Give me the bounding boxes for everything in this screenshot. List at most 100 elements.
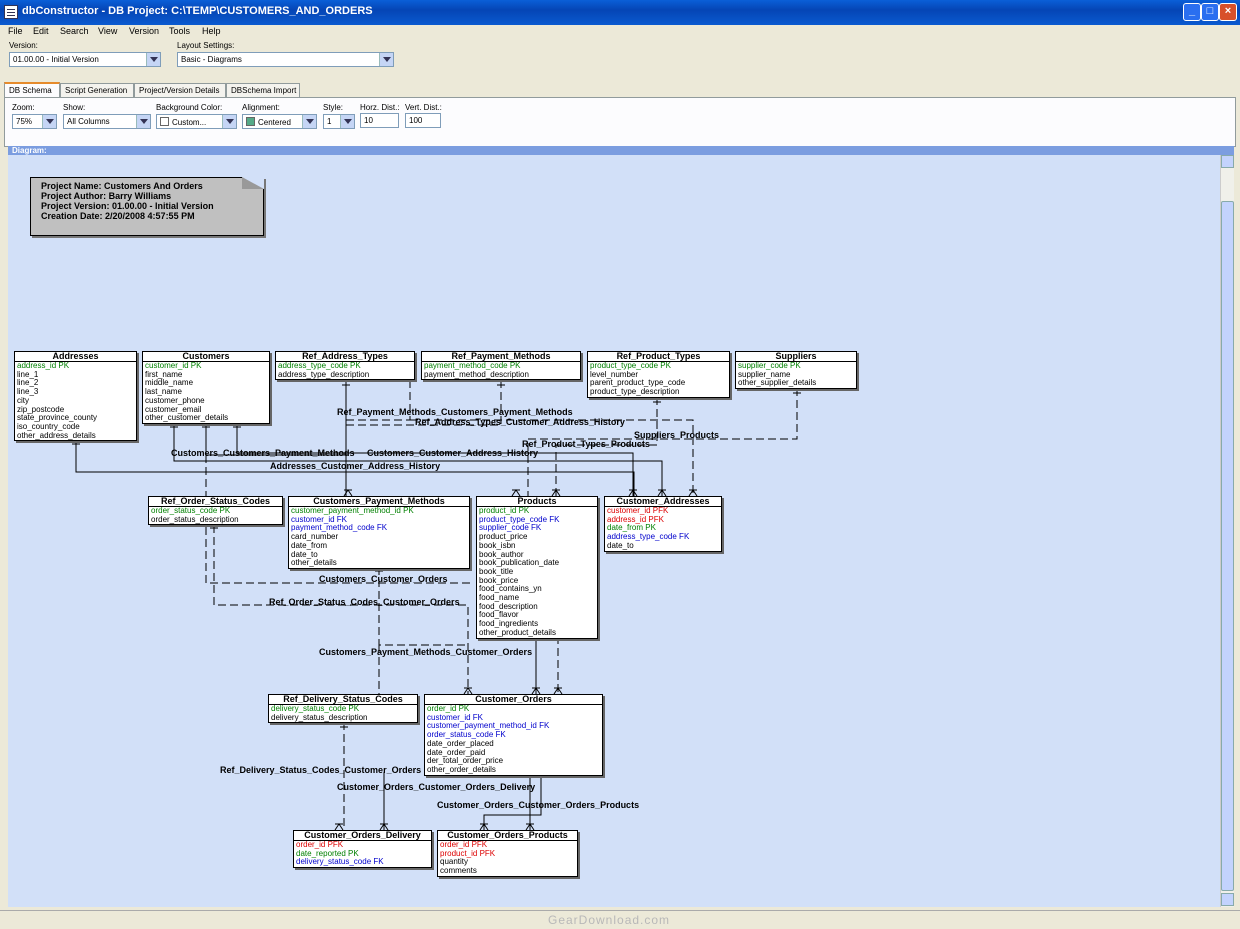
- entity-field[interactable]: zip_postcode: [17, 405, 65, 414]
- entity-field[interactable]: address_type_code PK: [278, 362, 361, 370]
- relationship-label[interactable]: Ref_Product_Types_Products: [522, 439, 650, 449]
- entity-field[interactable]: first_name: [145, 370, 183, 379]
- entity-field[interactable]: date_from: [291, 541, 328, 550]
- entity-field[interactable]: product_id PK: [479, 507, 530, 515]
- zoom-select[interactable]: 75%: [12, 114, 57, 129]
- menu-help[interactable]: Help: [202, 26, 221, 36]
- entity-field[interactable]: date_to: [607, 541, 634, 550]
- style-select[interactable]: 1: [323, 114, 355, 129]
- entity-field[interactable]: customer_id PK: [145, 362, 202, 370]
- relationship-label[interactable]: Ref_Payment_Methods_Customers_Payment_Me…: [337, 407, 573, 417]
- entity-field[interactable]: product_type_description: [590, 388, 680, 397]
- chevron-down-icon[interactable]: [136, 115, 150, 128]
- relationship-label[interactable]: Customers_Payment_Methods_Customer_Order…: [319, 647, 533, 657]
- menu-edit[interactable]: Edit: [33, 26, 49, 36]
- entity-field[interactable]: order_status_description: [151, 515, 239, 524]
- entity-field[interactable]: product_type_code FK: [479, 515, 560, 524]
- relationship-label[interactable]: Addresses_Customer_Address_History: [270, 461, 441, 471]
- app-icon[interactable]: [4, 5, 18, 19]
- entity-field[interactable]: iso_country_code: [17, 422, 80, 431]
- entity-field[interactable]: other_supplier_details: [738, 379, 817, 388]
- entity-field[interactable]: state_province_county: [17, 414, 98, 423]
- chevron-down-icon[interactable]: [146, 53, 160, 66]
- scroll-thumb[interactable]: [1221, 201, 1234, 891]
- version-select[interactable]: 01.00.00 - Initial Version: [9, 52, 161, 67]
- entity-field[interactable]: date_to: [291, 550, 318, 559]
- menu-version[interactable]: Version: [129, 26, 160, 36]
- entity-field[interactable]: delivery_status_code PK: [271, 705, 360, 713]
- entity-field[interactable]: other_customer_details: [145, 414, 229, 423]
- entity-field[interactable]: address_type_description: [278, 370, 370, 379]
- chevron-down-icon[interactable]: [379, 53, 393, 66]
- relationship-label[interactable]: Customer_Orders_Customer_Orders_Delivery: [337, 782, 536, 792]
- entity-field[interactable]: address_id PFK: [607, 515, 664, 524]
- menu-file[interactable]: File: [8, 26, 23, 36]
- relationship-label[interactable]: Customers_Customer_Address_History: [367, 448, 539, 458]
- relationship-label[interactable]: Customers_Customers_Payment_Methods: [171, 448, 355, 458]
- entity-field[interactable]: book_isbn: [479, 541, 516, 550]
- alignment-select[interactable]: Centered: [242, 114, 317, 129]
- background-color-select[interactable]: Custom...: [156, 114, 237, 129]
- entity-field[interactable]: payment_method_code FK: [291, 524, 388, 533]
- entity-field[interactable]: product_id PFK: [440, 849, 496, 858]
- entity-field[interactable]: supplier_code FK: [479, 524, 542, 533]
- menu-view[interactable]: View: [98, 26, 118, 36]
- entity-field[interactable]: customer_id FK: [427, 713, 484, 722]
- entity-field[interactable]: line_1: [17, 370, 39, 379]
- diagram-canvas[interactable]: Project Name: Customers And Orders Proje…: [8, 155, 1220, 907]
- entity-field[interactable]: level_number: [590, 370, 639, 379]
- entity-field[interactable]: customer_payment_method_id FK: [427, 722, 550, 731]
- entity-field[interactable]: customer_id PFK: [607, 507, 669, 515]
- entity-field[interactable]: date_order_placed: [427, 739, 494, 748]
- vertical-scrollbar[interactable]: [1220, 155, 1234, 907]
- entity-field[interactable]: date_reported PK: [296, 849, 359, 858]
- entity-field[interactable]: card_number: [291, 533, 339, 542]
- entity-field[interactable]: other_order_details: [427, 765, 496, 774]
- entity-field[interactable]: order_status_code PK: [151, 507, 231, 515]
- minimize-button[interactable]: _: [1183, 3, 1201, 21]
- tab-db-schema[interactable]: DB Schema: [4, 82, 60, 99]
- entity-field[interactable]: date_from PK: [607, 524, 656, 533]
- entity-field[interactable]: supplier_code PK: [738, 362, 801, 370]
- entity-field[interactable]: book_title: [479, 567, 514, 576]
- entity-field[interactable]: food_contains_yn: [479, 585, 542, 594]
- entity-field[interactable]: other_product_details: [479, 628, 556, 637]
- entity-field[interactable]: address_type_code FK: [607, 533, 690, 542]
- entity-field[interactable]: product_price: [479, 533, 528, 542]
- chevron-down-icon[interactable]: [222, 115, 236, 128]
- entity-field[interactable]: line_2: [17, 379, 39, 388]
- entity-field[interactable]: supplier_name: [738, 370, 791, 379]
- entity-field[interactable]: delivery_status_code FK: [296, 858, 384, 867]
- relationship-label[interactable]: Customer_Orders_Customer_Orders_Products: [437, 800, 640, 810]
- entity-field[interactable]: line_3: [17, 388, 39, 397]
- entity-field[interactable]: comments: [440, 867, 477, 876]
- scroll-down-icon[interactable]: [1221, 893, 1234, 906]
- relationship-label[interactable]: Suppliers_Products: [634, 430, 720, 440]
- chevron-down-icon[interactable]: [340, 115, 354, 128]
- entity-field[interactable]: payment_method_description: [424, 370, 529, 379]
- relationship-label[interactable]: Ref_Delivery_Status_Codes_Customer_Order…: [220, 765, 422, 775]
- entity-field[interactable]: food_name: [479, 594, 520, 603]
- entity-field[interactable]: customer_payment_method_id PK: [291, 507, 414, 515]
- entity-field[interactable]: order_id PFK: [296, 841, 344, 849]
- entity-field[interactable]: book_author: [479, 550, 524, 559]
- tab-dbschema-import[interactable]: DBSchema Import: [226, 83, 300, 98]
- entity-field[interactable]: order_id PK: [427, 705, 470, 713]
- entity-field[interactable]: customer_phone: [145, 396, 205, 405]
- entity-field[interactable]: address_id PK: [17, 362, 70, 370]
- entity-field[interactable]: city: [17, 396, 29, 405]
- horz-dist-input[interactable]: 10: [360, 113, 399, 128]
